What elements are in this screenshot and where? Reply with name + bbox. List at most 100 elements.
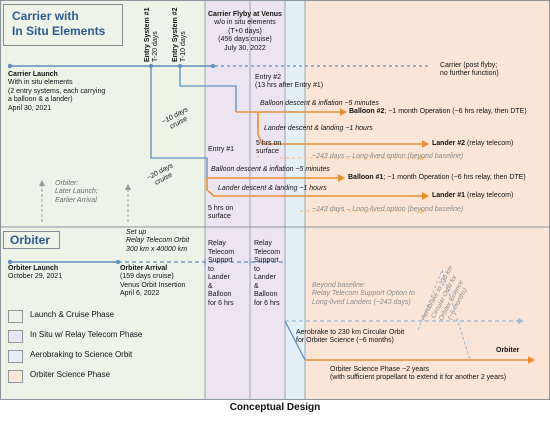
carrier-flyby-block: Carrier Flyby at Venus w/o in situ eleme… <box>208 11 282 53</box>
orbiter-note-l1: Orbiter: <box>55 180 79 187</box>
relay1-2: Support <box>208 257 233 265</box>
timeline-diagram <box>0 0 550 400</box>
beyond-l2: Relay Telecom Support Option to <box>312 290 415 298</box>
entry1-long-lived: ~243 days – Long-lived option (beyond ba… <box>312 206 464 213</box>
entry1-lander-result: Lander #1 (relay telecom) <box>432 192 513 200</box>
arrival-date: April 6, 2022 <box>120 290 160 298</box>
entry1-path <box>150 66 208 178</box>
flyby-title: Carrier Flyby at Venus <box>208 11 282 18</box>
lander1-name: Lander #1 <box>432 192 466 199</box>
setup-l1: Set up <box>126 229 147 236</box>
entry1-time-text: T-20 days <box>152 31 160 62</box>
relay1-5: & <box>208 282 213 290</box>
orbiter-note-arrowhead-2 <box>125 184 131 190</box>
post-flyby-l2: no further function) <box>440 70 499 78</box>
balloon2-desc: ; ~1 month Operation (~6 hrs relay, then… <box>384 108 527 115</box>
entry2-longlived-arrow <box>420 155 426 161</box>
orbiter-aerobrake-line <box>284 320 306 361</box>
entry2-lander-result: Lander #2 (relay telecom) <box>432 140 513 148</box>
entry-system-1-label: Entry System #1 T-20 days <box>144 8 161 62</box>
entry1-label-text: Entry System #1 <box>144 7 151 62</box>
entry2-path <box>179 66 237 112</box>
entry2-subtitle: (13 hrs after Entry #1) <box>255 82 324 90</box>
entry2-lander-descent: Lander descent & landing ~1 hours <box>264 125 373 132</box>
entry1-hrs-1: 5 hrs on <box>208 205 234 212</box>
entry2-hrs-1: 5 hrs on <box>256 140 282 147</box>
post-flyby-l1: Carrier (post flyby; <box>440 62 498 69</box>
beyond-baseline-note: Beyond baseline: Relay Telecom Support O… <box>312 282 415 307</box>
relay2-1: Telecom <box>254 248 281 256</box>
legend-swatch-launch-cruise <box>8 310 23 323</box>
entry2-lander-line <box>257 112 422 145</box>
lander2-name: Lander #2 <box>432 140 466 147</box>
orbiter-note: Orbiter: Later Launch; Earlier Arrival <box>55 180 98 205</box>
balloon2-name: Balloon #2 <box>349 108 385 115</box>
relay2-4: Lander <box>254 274 276 282</box>
orbiter-title-text: Orbiter <box>10 233 51 247</box>
arrival-l2: Venus Orbit Insertion <box>120 281 186 289</box>
beyond-l1: Beyond baseline: <box>312 282 366 289</box>
arrival-title: Orbiter Arrival <box>120 265 168 272</box>
orbiter-setup-block: Set up Relay Telecom Orbit 300 km x 4000… <box>126 229 189 254</box>
orbiter-launch-title: Orbiter Launch <box>8 265 59 272</box>
entry1-balloon-result: Balloon #1; ~1 month Operation (~6 hrs r… <box>348 174 526 182</box>
entry2-balloon-descent: Balloon descent & inflation ~5 minutes <box>260 100 379 107</box>
flyby-l3: (456 days cruise) <box>218 36 272 44</box>
relay1-6: Balloon <box>208 291 232 299</box>
orbiter-extended-arrow <box>518 318 524 324</box>
relay-support-1: Relay Telecom Support to Lander & Balloo… <box>208 240 234 308</box>
relay1-1: Telecom <box>208 248 235 256</box>
legend-label-science: Orbiter Science Phase <box>30 370 111 379</box>
flyby-l2: (T+0 days) <box>228 27 262 35</box>
entry2-header: Entry #2 (13 hrs after Entry #1) <box>255 74 323 91</box>
orbiter-arrival-block: Orbiter Arrival (159 days cruise) Venus … <box>120 265 185 299</box>
legend-swatch-insitu <box>8 330 23 343</box>
orbiter-note-l2: Later Launch; <box>55 188 98 196</box>
carrier-launch-date: April 30, 2021 <box>8 104 52 112</box>
entry2-title: Entry #2 <box>255 74 282 81</box>
relay-support-2: Relay Telecom Support to Lander & Balloo… <box>254 240 280 308</box>
orbiter-launch-date: October 29, 2021 <box>8 273 63 281</box>
relay1-3: to <box>208 265 214 273</box>
relay2-0: Relay <box>254 240 272 247</box>
relay1-4: Lander <box>208 274 230 282</box>
entry1-longlived-arrow <box>420 208 426 214</box>
relay2-7: for 6 hrs <box>254 299 280 307</box>
insitu-band <box>205 0 285 400</box>
legend-swatch-science <box>8 370 23 383</box>
orbiter-note-l3: Earlier Arrival <box>55 196 97 204</box>
orbiter-launch-dot <box>7 259 13 265</box>
entry-system-2-label: Entry System #2 T-10 days <box>172 8 189 62</box>
lander2-desc: (relay telecom) <box>465 140 514 147</box>
post-flyby-note: Carrier (post flyby; no further function… <box>440 62 499 79</box>
orbiter-diag-dash-2 <box>441 269 471 361</box>
phase-legend: Launch & Cruise Phase In Situ w/ Relay T… <box>4 305 199 389</box>
entry2-time-text: T-10 days <box>180 31 188 62</box>
orbiter-launch-block: Orbiter Launch October 29, 2021 <box>8 265 62 282</box>
science-l2: (with sufficient propellant to extend it… <box>330 374 507 382</box>
arrival-l1: (159 days cruise) <box>120 273 174 281</box>
carrier-launch-l1: With in situ elements <box>8 79 73 87</box>
entry2-lander-arrow <box>422 140 429 148</box>
entry2-hrs-2: surface <box>256 148 279 156</box>
entry2-label-text: Entry System #2 <box>172 7 179 62</box>
aero-l2: for Orbiter Science (~6 months) <box>296 337 394 345</box>
relay2-2: Support <box>254 257 279 265</box>
carrier-launch-l2: (2 entry systems, each carrying <box>8 87 106 95</box>
carrier-launch-l3: a balloon & a lander) <box>8 96 73 104</box>
balloon1-desc: ; ~1 month Operation (~6 hrs relay, then… <box>383 174 526 181</box>
relay2-5: & <box>254 282 259 290</box>
orbiter-science-note: Orbiter Science Phase ~2 years (with suf… <box>330 366 506 383</box>
science-l1: Orbiter Science Phase ~2 years <box>330 366 430 373</box>
orbiter-diag-dash <box>417 269 443 331</box>
relay2-3: to <box>254 265 260 273</box>
orbiter-panel-title: Orbiter <box>3 231 60 249</box>
relay2-6: Balloon <box>254 291 278 299</box>
timeline-graphics <box>0 0 550 400</box>
carrier-launch-title: Carrier Launch <box>8 71 58 78</box>
figure-caption: Conceptual Design <box>229 402 321 413</box>
legend-label-aerobrake: Aerobraking to Science Orbit <box>30 350 133 359</box>
setup-l3: 300 km x 40000 km <box>126 245 188 253</box>
